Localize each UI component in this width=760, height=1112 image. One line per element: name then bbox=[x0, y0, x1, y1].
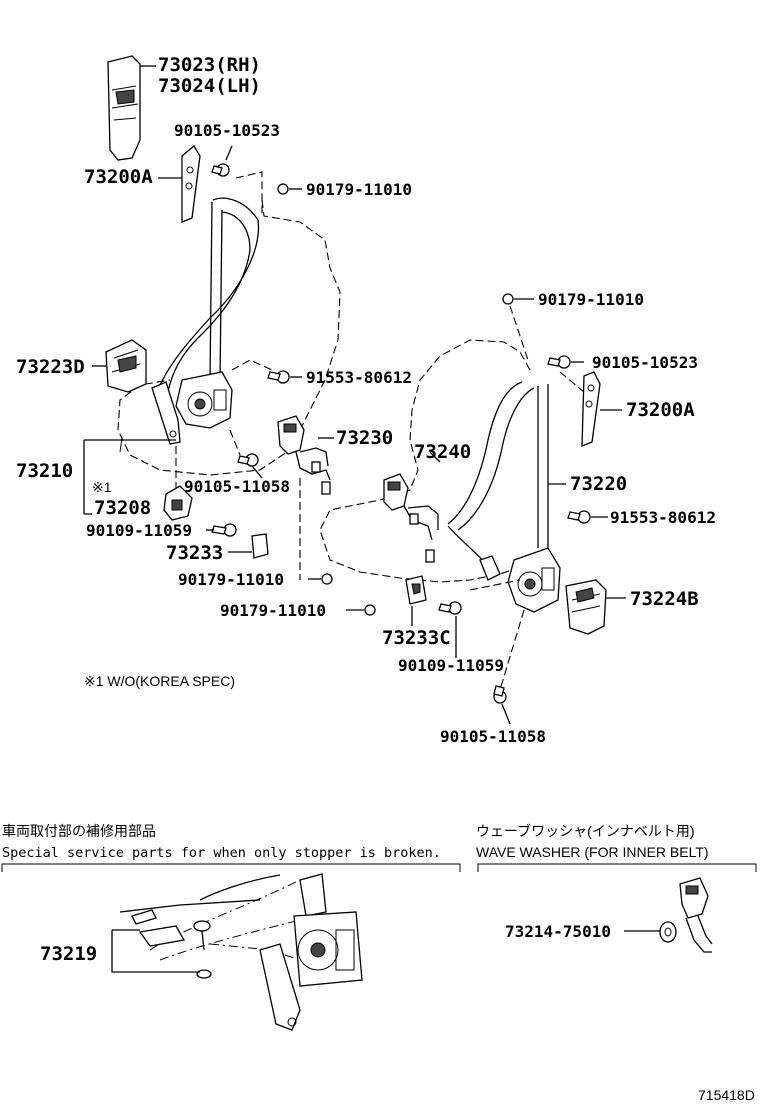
bolt-91553-80612-left bbox=[231, 359, 302, 384]
label-73240: 73240 bbox=[414, 441, 471, 463]
bolt-90105-10523-left bbox=[211, 145, 233, 177]
label-90109-11059-right: 90109-11059 bbox=[398, 656, 504, 675]
section-right-title-jp: ウェーブワッシャ(インナベルト用) bbox=[476, 823, 694, 839]
label-90109-11059-left: 90109-11059 bbox=[86, 521, 192, 540]
label-73230: 73230 bbox=[336, 427, 393, 449]
retractor-right bbox=[507, 483, 566, 613]
nut-90179-11010-low bbox=[346, 604, 376, 616]
stopper-detail-drawing bbox=[111, 873, 363, 1031]
label-mark-1: ※1 bbox=[92, 479, 112, 495]
label-90179-11010-top: 90179-11010 bbox=[306, 180, 412, 199]
nut-90179-11010-top bbox=[277, 183, 302, 195]
bolt-90109-11059-left bbox=[206, 523, 237, 537]
section-left-title-en: Special service parts for when only stop… bbox=[2, 845, 441, 861]
label-91553-80612-right: 91553-80612 bbox=[610, 508, 716, 527]
label-90179-11010-low: 90179-11010 bbox=[220, 601, 326, 620]
lower-anchor-left bbox=[151, 381, 181, 445]
left-belt-webbing bbox=[159, 197, 260, 393]
section-right-title-en: WAVE WASHER (FOR INNER BELT) bbox=[476, 844, 709, 860]
label-73024: 73024(LH) bbox=[158, 75, 261, 97]
label-90105-10523-left: 90105-10523 bbox=[174, 121, 280, 140]
label-73200A-right: 73200A bbox=[626, 399, 695, 421]
cover-73233 bbox=[228, 533, 269, 559]
anchor-cover-73223D bbox=[92, 339, 147, 393]
bolt-91553-80612-right bbox=[567, 510, 608, 524]
section-right-rule bbox=[477, 863, 757, 872]
retractor-left bbox=[175, 371, 233, 429]
label-73023: 73023(RH) bbox=[158, 54, 261, 76]
label-73200A-left: 73200A bbox=[84, 166, 153, 188]
figure-id: 715418D bbox=[698, 1087, 755, 1103]
height-adjuster-left bbox=[158, 145, 201, 223]
section-left-title-jp: 車両取付部の補修用部品 bbox=[2, 823, 156, 839]
retractor-cover-73224B bbox=[565, 579, 626, 635]
buckle-73240 bbox=[383, 451, 441, 563]
left-seat-outline bbox=[117, 199, 341, 476]
label-73233: 73233 bbox=[166, 542, 223, 564]
label-90105-10523-right: 90105-10523 bbox=[592, 353, 698, 372]
label-73208: 73208 bbox=[94, 497, 151, 519]
bracket-73210 bbox=[83, 437, 176, 515]
wave-washer-detail-drawing bbox=[624, 877, 713, 953]
label-73224B: 73224B bbox=[630, 588, 699, 610]
bolt-90105-10523-right bbox=[547, 355, 584, 369]
label-73219: 73219 bbox=[40, 943, 97, 965]
nut-90179-11010-mid bbox=[308, 573, 333, 585]
nut-90179-11010-right bbox=[502, 293, 534, 361]
label-91553-80612-left: 91553-80612 bbox=[306, 368, 412, 387]
bolt-90105-11058-left bbox=[229, 429, 263, 479]
buckle-73230 bbox=[277, 415, 334, 495]
bolt-90109-11059-right bbox=[438, 601, 462, 658]
label-90105-11058-left: 90105-11058 bbox=[184, 477, 290, 496]
section-left-rule bbox=[1, 863, 461, 872]
label-73220: 73220 bbox=[570, 473, 627, 495]
pillar-garnish-part bbox=[107, 55, 156, 161]
guide-73208 bbox=[163, 485, 193, 521]
cover-73233C bbox=[405, 575, 427, 626]
label-73214-75010: 73214-75010 bbox=[505, 922, 611, 941]
label-90179-11010-right: 90179-11010 bbox=[538, 290, 644, 309]
bolt-90105-11058-right bbox=[493, 685, 511, 725]
label-90179-11010-mid: 90179-11010 bbox=[178, 570, 284, 589]
label-90105-11058-right: 90105-11058 bbox=[440, 727, 546, 746]
right-seat-outline bbox=[319, 339, 531, 583]
label-73233C: 73233C bbox=[382, 627, 451, 649]
label-73210: 73210 bbox=[16, 460, 73, 482]
footnote-korea-spec: ※1 W/O(KOREA SPEC) bbox=[84, 673, 235, 689]
label-73223D: 73223D bbox=[16, 356, 85, 378]
right-belt-webbing bbox=[447, 381, 549, 581]
height-adjuster-right bbox=[559, 371, 622, 447]
